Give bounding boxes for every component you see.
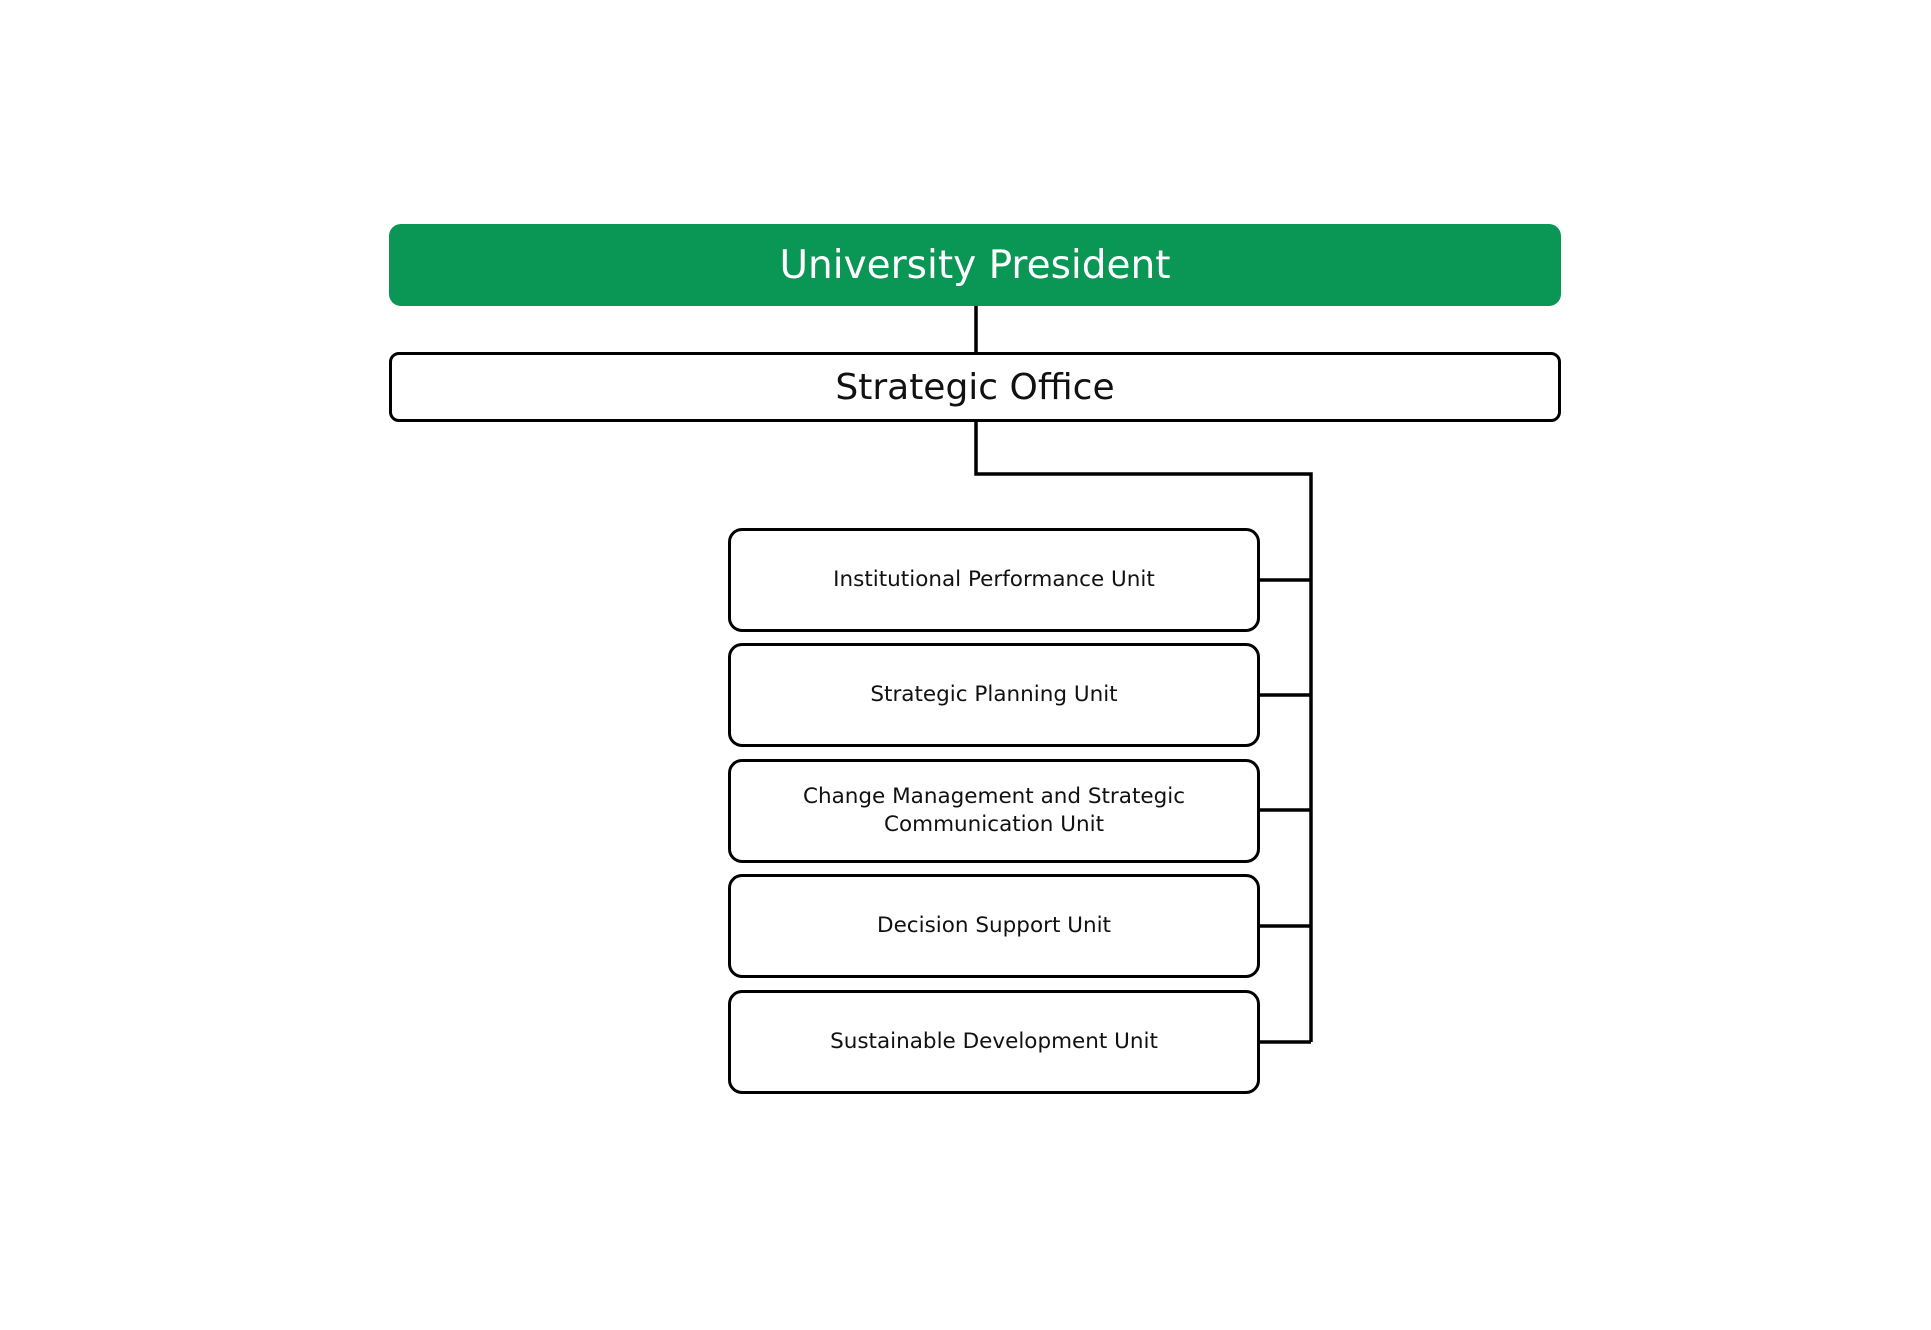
strategic-office-node: Strategic Office [389, 352, 1561, 422]
president-label: University President [779, 242, 1171, 288]
unit-node-sustainable-development: Sustainable Development Unit [728, 990, 1260, 1094]
unit-node-strategic-planning: Strategic Planning Unit [728, 643, 1260, 747]
unit-label: Strategic Planning Unit [870, 682, 1118, 708]
unit-label: Change Management and Strategic Communic… [802, 784, 1186, 837]
unit-label: Institutional Performance Unit [833, 567, 1155, 593]
unit-node-decision-support: Decision Support Unit [728, 874, 1260, 978]
unit-label: Decision Support Unit [877, 913, 1111, 939]
president-node: University President [389, 224, 1561, 306]
unit-label: Sustainable Development Unit [830, 1029, 1158, 1055]
unit-node-change-management: Change Management and Strategic Communic… [728, 759, 1260, 863]
strategic-office-label: Strategic Office [835, 366, 1115, 408]
unit-node-institutional-performance: Institutional Performance Unit [728, 528, 1260, 632]
